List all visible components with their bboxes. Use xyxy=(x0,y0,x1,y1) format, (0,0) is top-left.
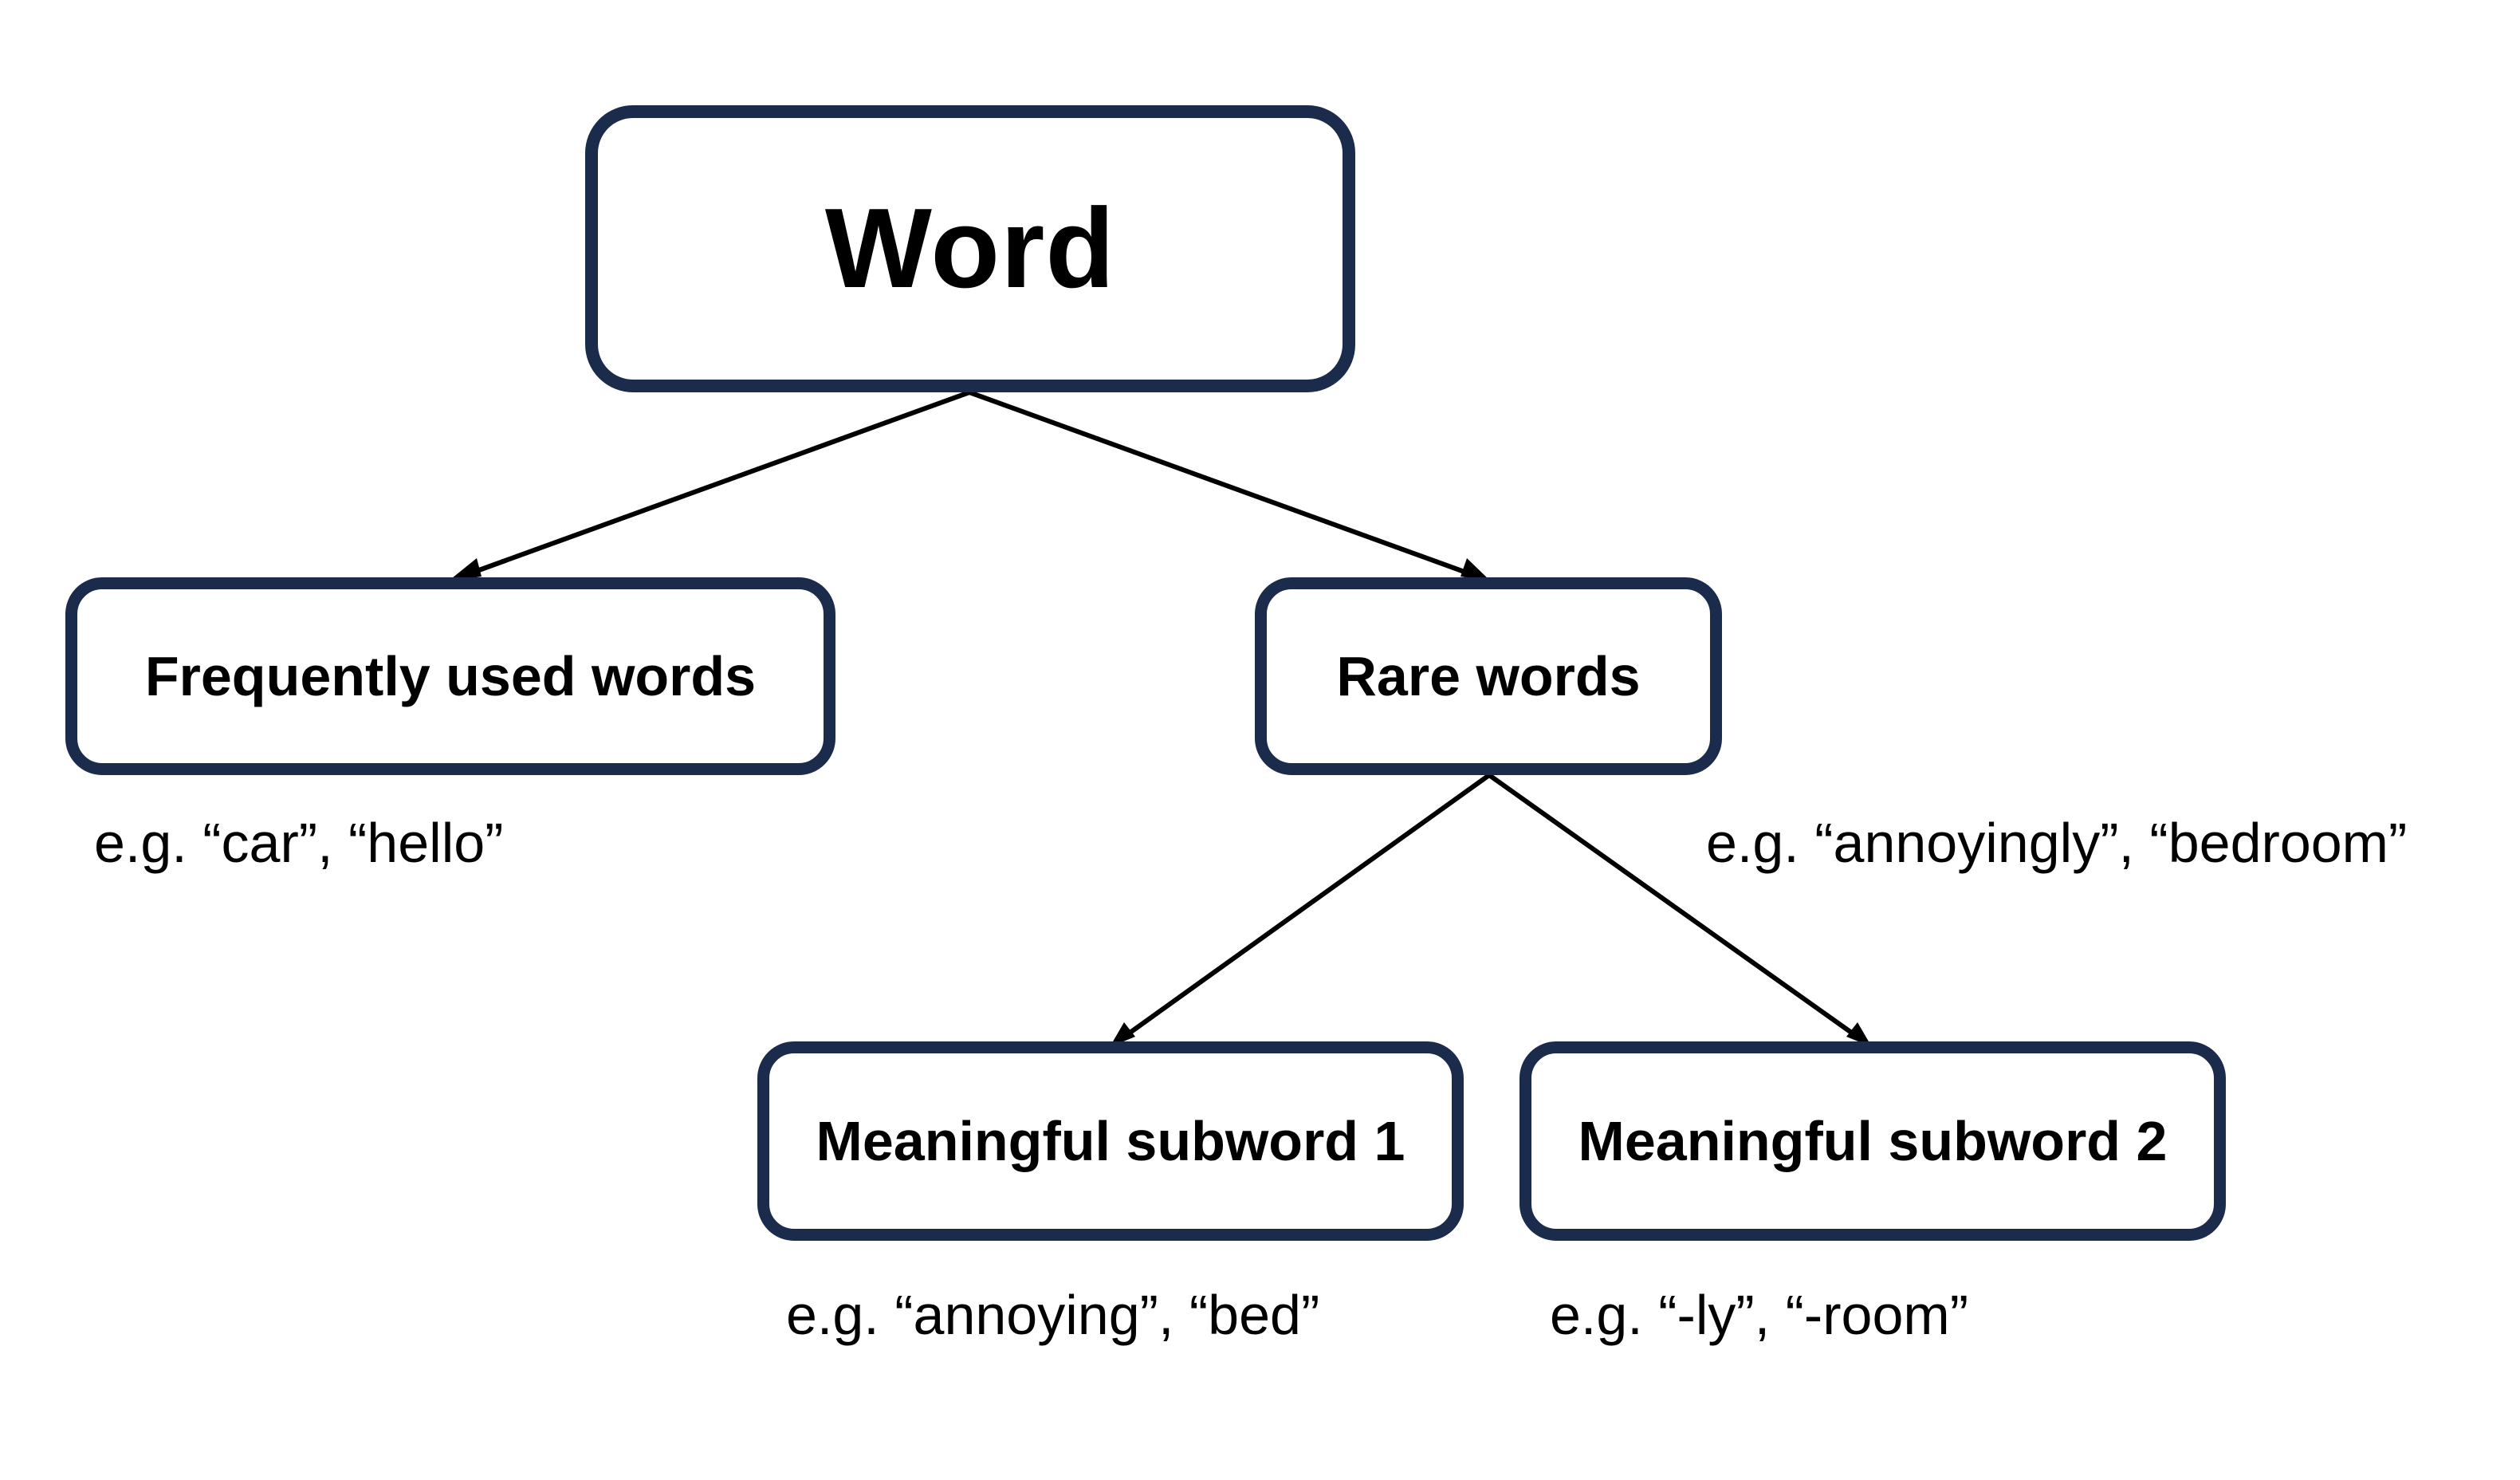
arrowhead-icon xyxy=(448,558,482,581)
node-frequently-used-words-label: Frequently used words xyxy=(144,645,757,707)
example-frequently-used-words: e.g. “car”, “hello” xyxy=(94,812,504,874)
arrowhead-icon xyxy=(1460,558,1491,581)
arrowhead-icon xyxy=(1846,1022,1872,1047)
edge-rare-to-sub1 xyxy=(1110,773,1491,1047)
edge-root-to-rare xyxy=(968,390,1491,581)
edge-root-to-frequent xyxy=(448,390,971,581)
node-rare-words: Rare words xyxy=(1255,577,1722,775)
edge-rare-to-sub2 xyxy=(1488,773,1872,1047)
node-rare-words-label: Rare words xyxy=(1336,645,1641,707)
arrowhead-icon xyxy=(1110,1022,1135,1047)
node-meaningful-subword-2: Meaningful subword 2 xyxy=(1519,1041,2226,1241)
node-meaningful-subword-1: Meaningful subword 1 xyxy=(757,1041,1464,1241)
node-frequently-used-words: Frequently used words xyxy=(65,577,835,775)
node-word-label: Word xyxy=(824,185,1116,312)
example-meaningful-subword-1: e.g. “annoying”, “bed” xyxy=(786,1284,1320,1346)
example-rare-words: e.g. “annoyingly”, “bedroom” xyxy=(1706,812,2408,874)
node-word: Word xyxy=(585,105,1355,392)
example-meaningful-subword-2: e.g. “-ly”, “-room” xyxy=(1550,1284,1968,1346)
node-meaningful-subword-1-label: Meaningful subword 1 xyxy=(816,1110,1405,1172)
node-meaningful-subword-2-label: Meaningful subword 2 xyxy=(1578,1110,2168,1172)
